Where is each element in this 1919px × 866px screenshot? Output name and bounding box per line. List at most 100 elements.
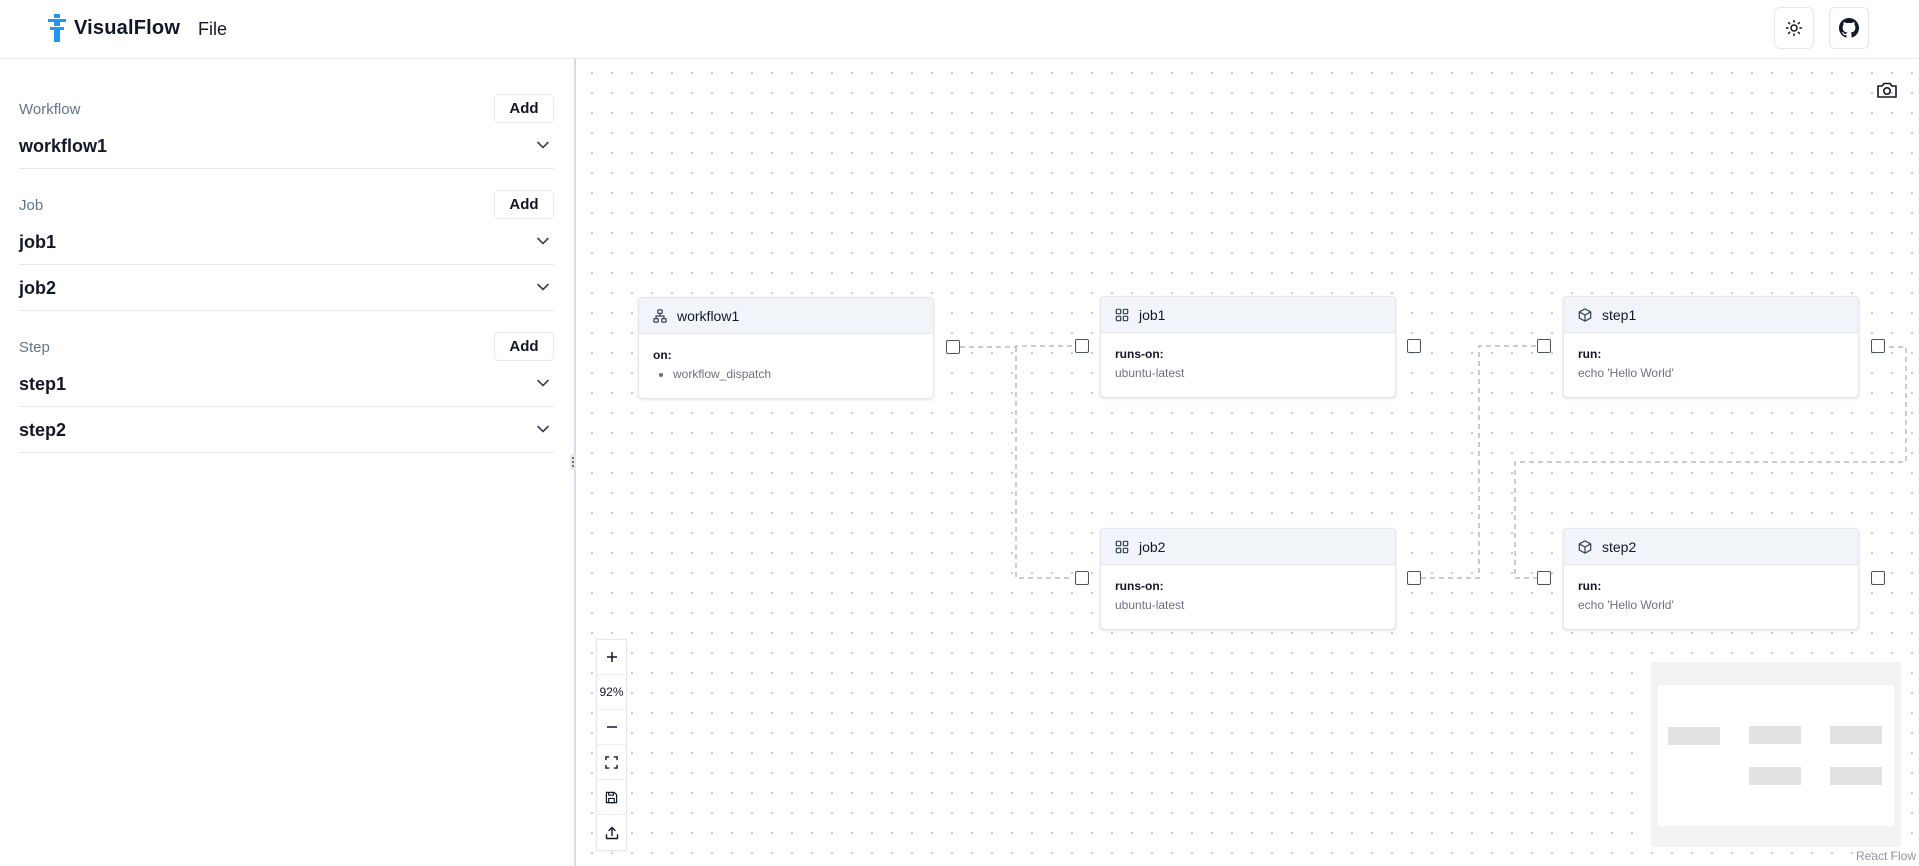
minimap-viewport[interactable] [1658,685,1894,826]
app-header: VisualFlow File [0,0,1919,59]
chevron-down-icon [537,237,549,245]
node-title: job2 [1139,538,1166,555]
brand-logo-icon [48,14,66,42]
node-header: step1 [1564,297,1858,333]
node-value: ubuntu-latest [1115,598,1185,612]
node-body: runs-on: ubuntu-latest [1101,333,1395,380]
zoom-in-button[interactable] [597,640,626,675]
chevron-down-icon [537,379,549,387]
node-job1[interactable]: job1 runs-on: ubuntu-latest [1100,296,1396,398]
job1-source-handle[interactable] [1407,339,1421,353]
edge-workflow1-job2 [1015,347,1072,579]
grid-icon [1115,308,1129,321]
node-body: runs-on: ubuntu-latest [1101,565,1395,612]
job2-source-handle[interactable] [1407,571,1421,585]
node-body: run: echo 'Hello World' [1564,333,1858,380]
minimap[interactable] [1651,662,1901,847]
accordion-label: step1 [19,374,67,394]
accordion-item-workflow1[interactable]: workflow1 [19,123,554,169]
minimap-node-job1 [1749,726,1801,744]
step2-target-handle[interactable] [1537,571,1551,585]
minimap-node-step1 [1830,726,1882,744]
node-value: echo 'Hello World' [1578,366,1674,380]
job1-target-handle[interactable] [1075,339,1089,353]
brand-name: VisualFlow [74,16,181,39]
node-step2[interactable]: step2 run: echo 'Hello World' [1563,528,1859,630]
node-header: job2 [1101,529,1395,565]
node-header: step2 [1564,529,1858,565]
accordion-item-step2[interactable]: step2 [19,407,554,453]
camera-icon[interactable] [1876,81,1898,99]
step1-target-handle[interactable] [1537,339,1551,353]
export-button[interactable] [597,815,626,850]
node-key: runs-on: [1115,579,1164,593]
minus-icon [606,726,617,728]
chevron-down-icon [537,283,549,291]
cube-icon [1578,539,1592,554]
node-title: step2 [1602,538,1637,555]
workflow1-source-handle[interactable] [946,340,960,354]
accordion-label: job1 [19,232,57,252]
edge-workflow1-job1 [960,345,1072,348]
list-item: workflow_dispatch [673,367,933,381]
grid-icon [1115,540,1129,553]
attribution-link[interactable]: React Flow [1856,849,1917,863]
node-value: ubuntu-latest [1115,366,1185,380]
node-job2[interactable]: job2 runs-on: ubuntu-latest [1100,528,1396,630]
theme-toggle-button[interactable] [1774,7,1814,49]
add-workflow-button[interactable]: Add [494,94,554,123]
accordion-label: workflow1 [19,136,108,156]
accordion-item-job1[interactable]: job1 [19,219,554,265]
cube-icon [1578,307,1592,322]
chevron-down-icon [537,141,549,149]
github-icon [1839,18,1859,38]
job-section-title: Job [19,197,44,214]
zoom-level: 92% [597,675,626,710]
minimap-node-step2 [1830,767,1882,785]
accordion-item-job2[interactable]: job2 [19,265,554,311]
save-button[interactable] [597,780,626,815]
accordion-label: step2 [19,420,67,440]
sun-icon [1785,19,1803,37]
accordion-label: job2 [19,278,57,298]
node-value: echo 'Hello World' [1578,598,1674,612]
fit-view-icon [605,755,618,769]
node-title: step1 [1602,306,1637,323]
github-button[interactable] [1829,7,1869,49]
node-key: run: [1578,579,1602,593]
node-workflow1[interactable]: workflow1 on: workflow_dispatch [638,297,934,399]
add-job-button[interactable]: Add [494,190,554,219]
flow-canvas[interactable]: workflow1 on: workflow_dispatch job1 run… [576,59,1919,866]
minimap-node-job2 [1749,767,1801,785]
accordion-item-step1[interactable]: step1 [19,361,554,407]
fit-view-button[interactable] [597,745,626,780]
node-step1[interactable]: step1 run: echo 'Hello World' [1563,296,1859,398]
plus-icon [606,652,617,662]
node-body: run: echo 'Hello World' [1564,565,1858,612]
step-section-header: Step Add [19,332,554,362]
node-header: job1 [1101,297,1395,333]
step-section-title: Step [19,339,50,356]
node-value-list: workflow_dispatch [653,367,933,381]
workflow-section-header: Workflow Add [19,94,554,124]
job2-target-handle[interactable] [1075,571,1089,585]
step1-source-handle[interactable] [1871,339,1885,353]
brand[interactable]: VisualFlow [46,14,180,42]
add-step-button[interactable]: Add [494,332,554,361]
minimap-node-workflow1 [1668,727,1720,745]
zoom-controls: 92% [596,639,627,851]
step2-source-handle[interactable] [1871,571,1885,585]
node-title: workflow1 [677,307,740,324]
node-header: workflow1 [639,298,933,334]
node-body: on: workflow_dispatch [639,334,933,381]
job-section-header: Job Add [19,190,554,220]
file-menu[interactable]: File [198,19,228,39]
edges-layer [960,345,1907,579]
workflow-section-title: Workflow [19,101,81,118]
node-key: on: [653,348,672,362]
zoom-level-text: 92% [599,685,624,699]
zoom-out-button[interactable] [597,710,626,745]
node-key: runs-on: [1115,347,1164,361]
edge-step1-step2 [1514,346,1907,579]
save-icon [605,791,618,803]
